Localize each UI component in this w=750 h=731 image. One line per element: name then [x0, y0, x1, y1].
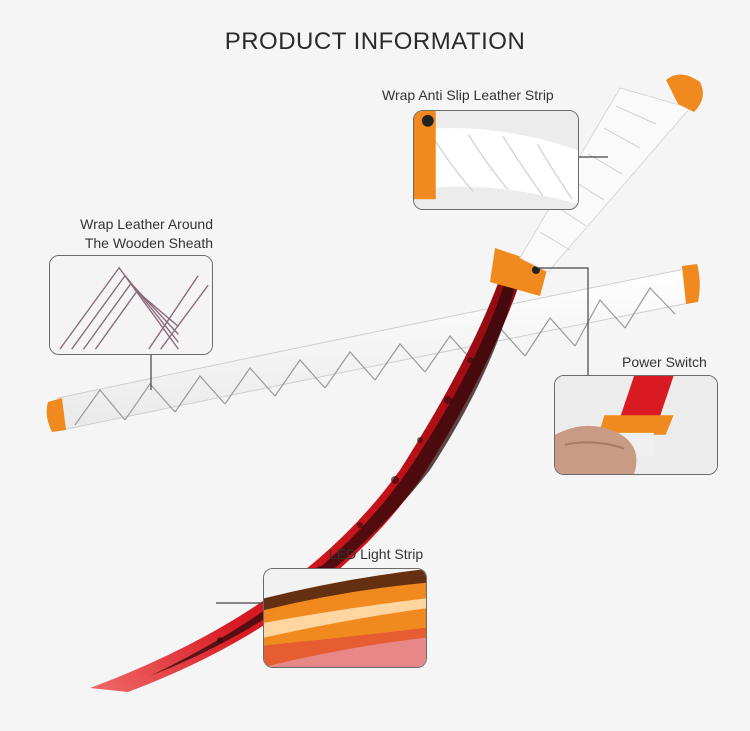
feature-label-led: LED Light Strip [329, 546, 424, 562]
feature-label-sheath: Wrap Leather Around The Wooden Sheath [40, 215, 213, 253]
callout-sheath-photo [49, 255, 213, 355]
callout-switch-photo [554, 375, 718, 475]
feature-label-sheath-line2: The Wooden Sheath [84, 235, 213, 251]
feature-label-grip: Wrap Anti Slip Leather Strip [382, 87, 554, 103]
feature-label-sheath-line1: Wrap Leather Around [80, 216, 213, 232]
callout-led-photo [263, 568, 427, 668]
feature-label-switch: Power Switch [622, 354, 707, 370]
page-title: PRODUCT INFORMATION [224, 28, 526, 55]
callout-grip-photo [413, 110, 579, 210]
sheath-illustration [46, 264, 700, 432]
